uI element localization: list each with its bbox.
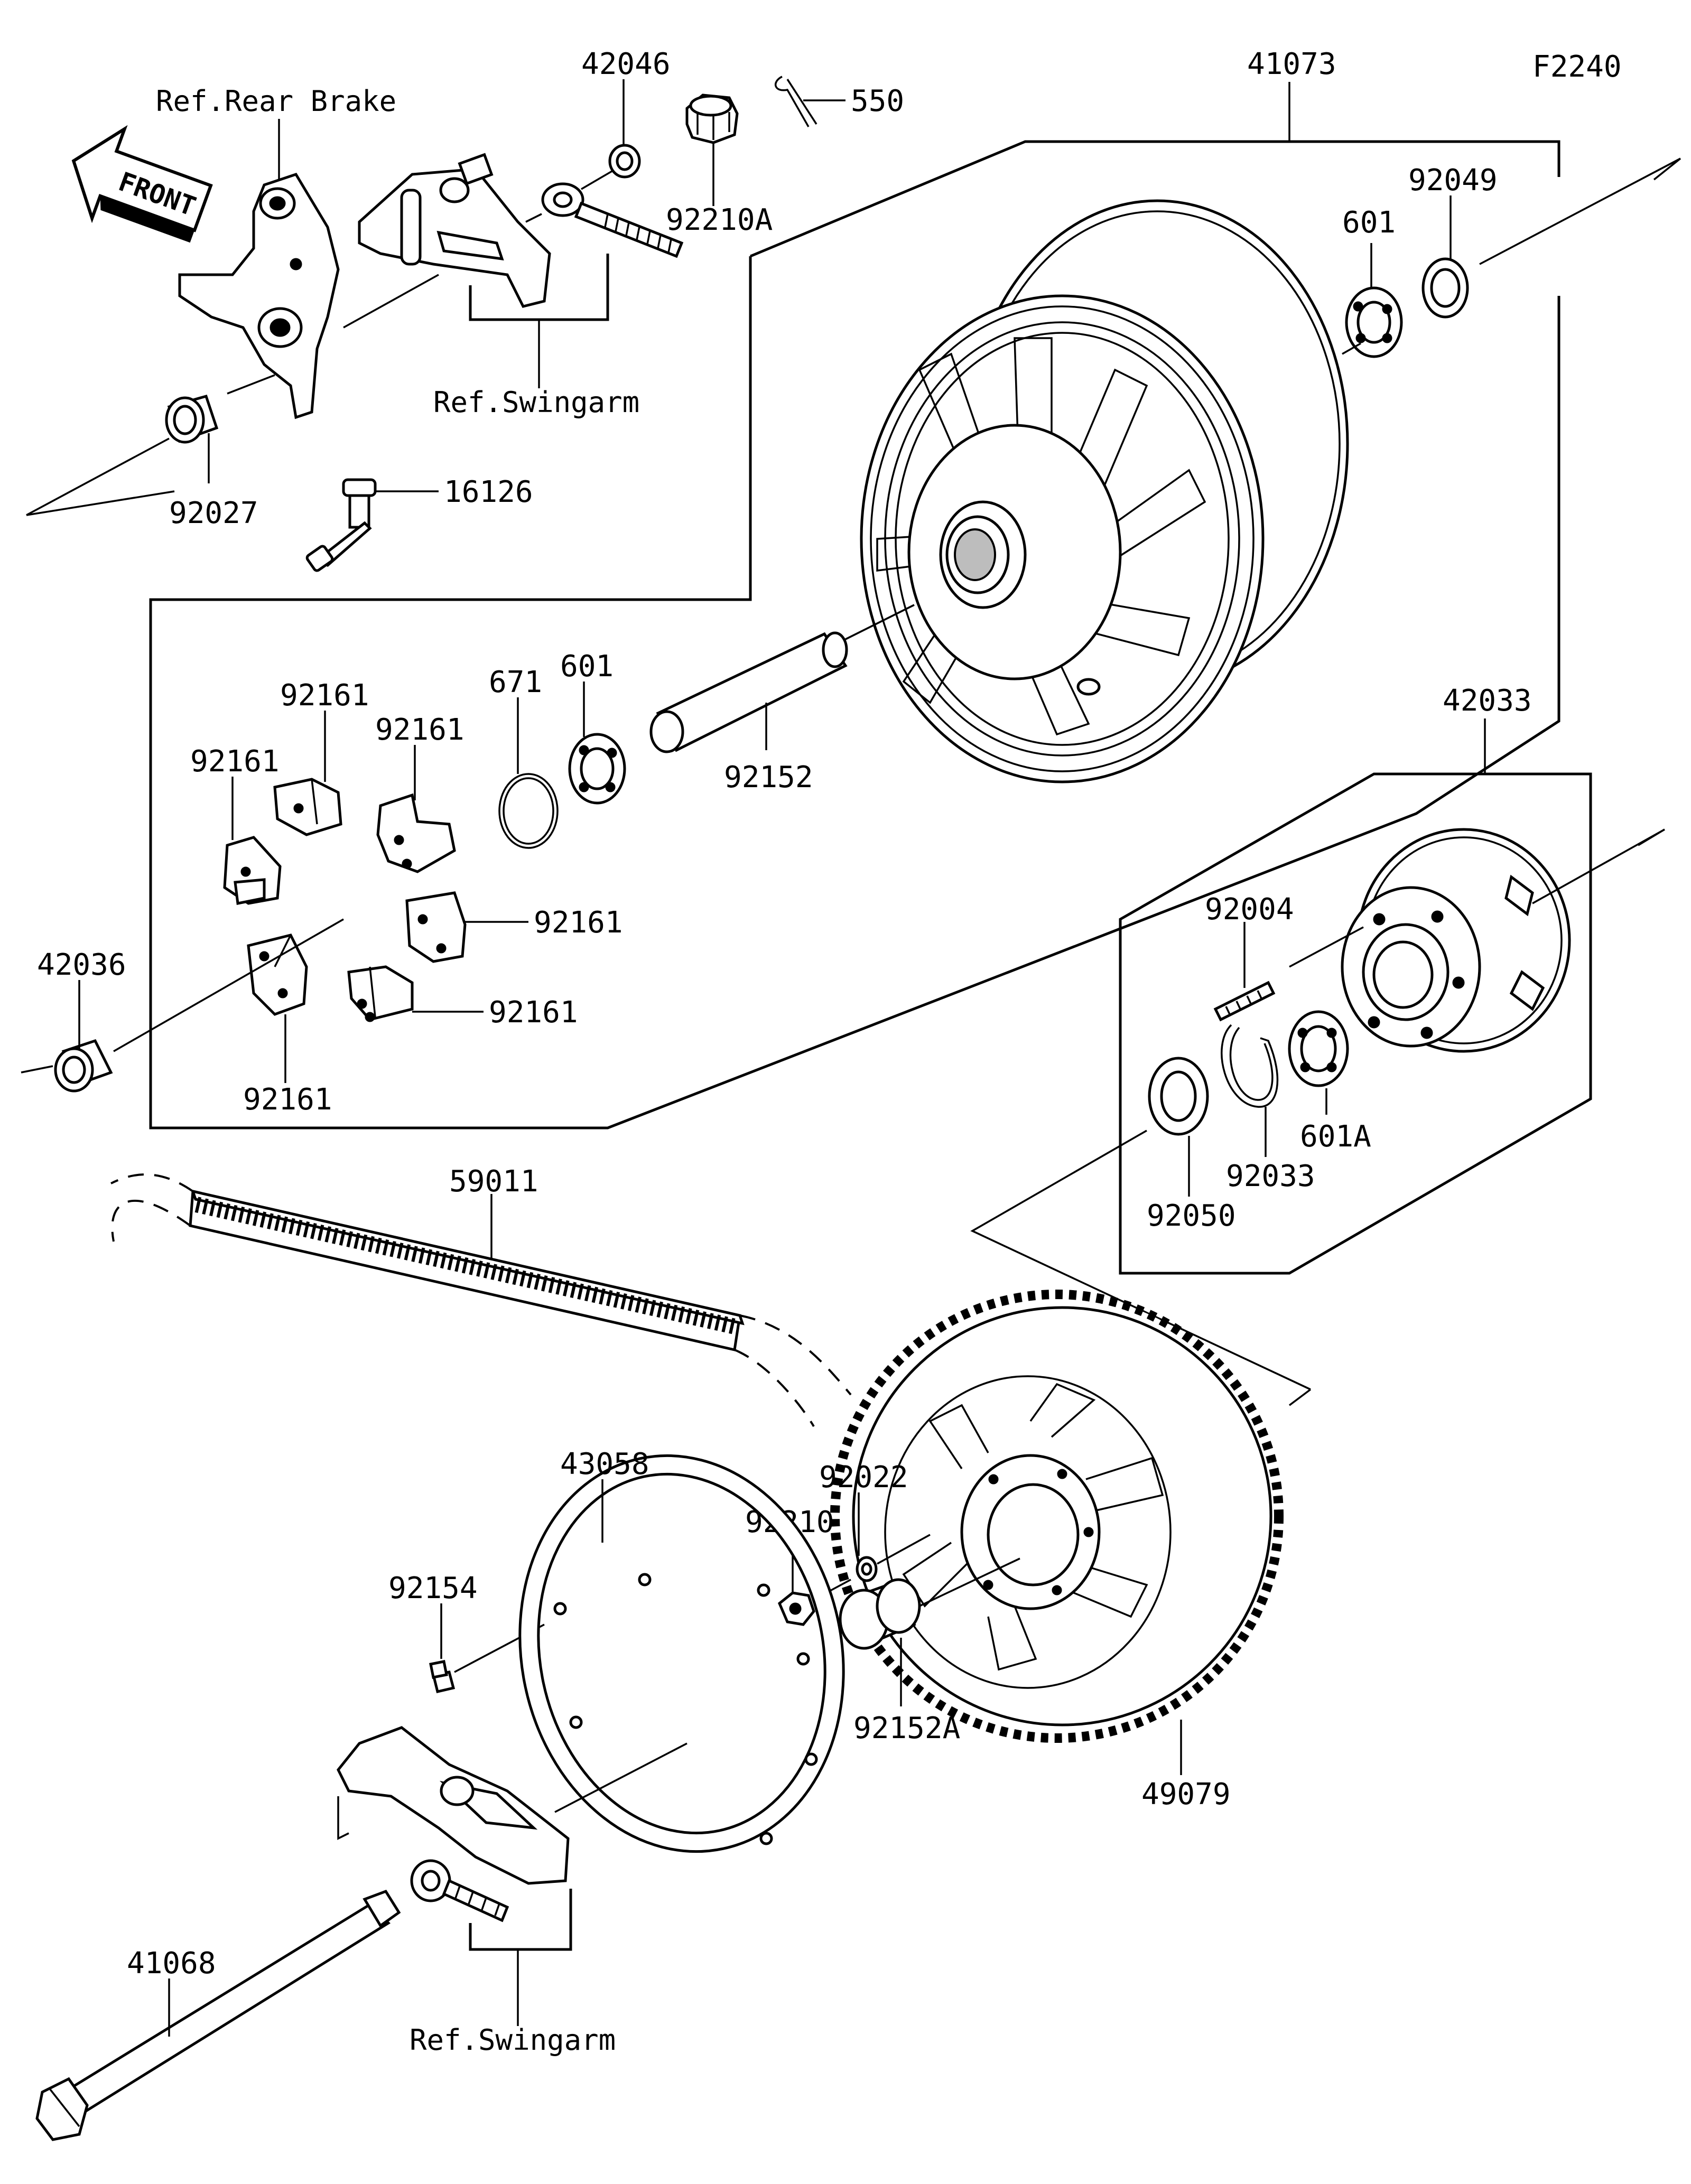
label-601-hub: 601 <box>1342 206 1396 240</box>
label-550: 550 <box>851 84 904 118</box>
label-92033: 92033 <box>1226 1159 1315 1193</box>
bracket-swingarm-bottom <box>469 1889 572 1951</box>
label-92004: 92004 <box>1205 892 1294 927</box>
label-92022: 92022 <box>819 1460 908 1495</box>
label-601A: 601A <box>1300 1119 1371 1154</box>
label-59011: 59011 <box>449 1164 538 1199</box>
damper-rubber-e <box>347 965 414 1022</box>
bolt-92154 <box>429 1660 456 1693</box>
label-92161-e: 92161 <box>489 995 578 1030</box>
label-92161-c: 92161 <box>375 713 464 747</box>
bearing-601-left <box>568 733 626 805</box>
label-92161-b: 92161 <box>280 678 369 713</box>
seal-92050 <box>1148 1057 1209 1136</box>
washer-42046 <box>608 144 641 179</box>
collar-42036 <box>54 1039 113 1093</box>
label-42033: 42033 <box>1443 684 1532 718</box>
swingarm-end-top <box>358 153 551 308</box>
label-92161-a: 92161 <box>190 744 280 779</box>
swingarm-end-bottom <box>337 1726 570 1885</box>
axis-line-swingarm <box>343 274 439 329</box>
label-92161-d: 92161 <box>534 906 623 940</box>
axis-line-right-top <box>1479 157 1681 265</box>
label-92050: 92050 <box>1147 1199 1236 1233</box>
figure-code: F2240 <box>1532 50 1622 84</box>
label-92152: 92152 <box>724 760 813 795</box>
belt-guard-43058 <box>518 1454 845 1853</box>
wheel-frame-top <box>750 140 1560 258</box>
label-41068: 41068 <box>127 1946 216 1981</box>
label-16126: 16126 <box>444 475 533 509</box>
label-49079: 49079 <box>1141 1777 1231 1812</box>
valve-16126 <box>305 478 377 572</box>
label-92161-f: 92161 <box>243 1082 332 1117</box>
seal-92049 <box>1421 257 1469 319</box>
ref-swingarm-top-label: Ref.Swingarm <box>433 386 639 419</box>
damper-rubber-d <box>405 891 467 963</box>
bearing-601A <box>1288 1010 1349 1087</box>
label-601-left: 601 <box>560 649 614 684</box>
axle-41068 <box>35 1889 401 2141</box>
axis-line-hub-to-sprocket <box>970 1130 1311 1390</box>
ref-rear-brake-label: Ref.Rear Brake <box>156 85 396 118</box>
adjuster-bolt-bottom <box>410 1859 509 1922</box>
wheel-frame <box>149 256 1560 1130</box>
label-43058: 43058 <box>560 1447 649 1481</box>
axis-line-left <box>21 1065 53 1074</box>
label-92027: 92027 <box>169 496 258 530</box>
label-41073: 41073 <box>1247 47 1336 81</box>
cotter-pin-550 <box>774 76 817 127</box>
axis-line-guard <box>554 1742 687 1813</box>
front-arrow-icon: FRONT <box>71 125 213 243</box>
hub-frame <box>1119 772 1592 1275</box>
label-671: 671 <box>489 665 542 699</box>
axis-line-collar <box>26 437 170 516</box>
washer-92022 <box>856 1556 878 1582</box>
sprocket-hub-42033 <box>1341 828 1571 1053</box>
label-42046: 42046 <box>581 47 671 81</box>
collar-92152A <box>839 1578 921 1650</box>
bearing-601-hub <box>1345 286 1403 358</box>
label-92154: 92154 <box>388 1571 478 1606</box>
damper-rubber-c <box>376 793 456 873</box>
damper-rubber-a <box>223 836 282 905</box>
spacer-92152 <box>649 631 848 753</box>
rear-wheel-41073 <box>860 199 1349 783</box>
adjuster-bolt <box>541 182 684 258</box>
nut-92210 <box>777 1591 815 1626</box>
damper-rubber-b <box>273 778 342 836</box>
label-92049: 92049 <box>1408 163 1498 198</box>
axis-line-collar-92152A <box>919 1557 1020 1607</box>
damper-rubber-f <box>247 934 308 1016</box>
brake-bracket <box>178 172 340 419</box>
label-92210A: 92210A <box>666 203 773 237</box>
label-92152A: 92152A <box>853 1711 960 1746</box>
stud-92004 <box>1213 981 1276 1022</box>
collar-92027 <box>165 394 219 444</box>
axis-line-washer <box>581 168 616 190</box>
leader-bracket-collar <box>227 374 275 395</box>
circlip-92033 <box>1221 1024 1279 1108</box>
o-ring-671 <box>498 773 559 849</box>
nut-92210A <box>685 94 739 144</box>
axis-line-spacer <box>845 604 915 640</box>
label-42036: 42036 <box>37 948 126 982</box>
drive-belt-59011 <box>110 1173 852 1427</box>
ref-swingarm-bottom-label: Ref.Swingarm <box>410 2023 616 2057</box>
